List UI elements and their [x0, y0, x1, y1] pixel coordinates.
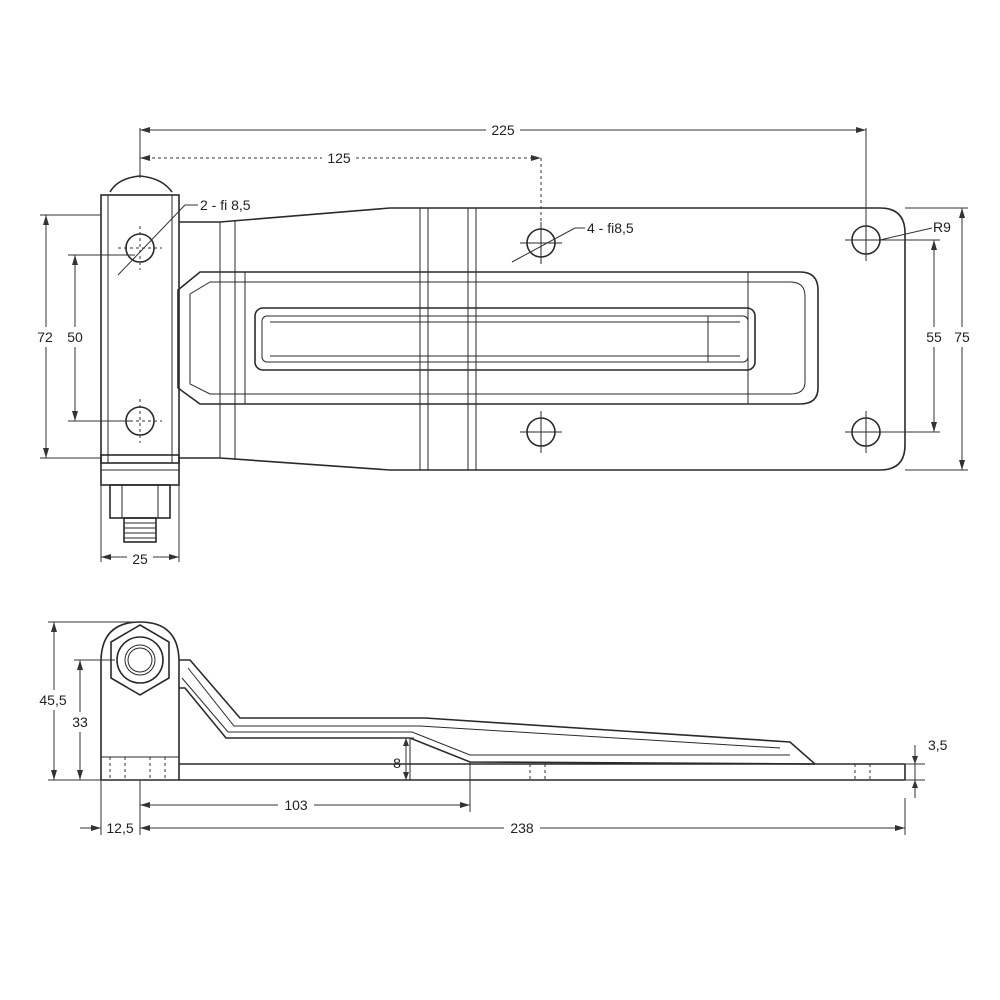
callout-radius-label: R9 [933, 219, 951, 235]
dimension-103: 103 [139, 762, 471, 814]
dim-50-label: 50 [67, 329, 83, 345]
dim-25-label: 25 [132, 551, 148, 567]
dim-125-label: 125 [327, 150, 351, 166]
dim-8-label: 8 [393, 755, 401, 771]
hinge-barrel [100, 175, 180, 543]
dim-3-5-label: 3,5 [928, 737, 948, 753]
dim-45-5-label: 45,5 [39, 692, 66, 708]
dimension-45-5: 45,5 [32, 621, 135, 781]
dim-225-label: 225 [491, 122, 515, 138]
dim-238-label: 238 [510, 820, 534, 836]
callout-radius: R9 [879, 219, 951, 241]
dimension-125: 125 [140, 149, 542, 230]
dimension-33: 33 [66, 659, 115, 780]
top-view: 225 125 2 - fi 8,5 4 - fi8,5 R9 [30, 120, 975, 568]
side-view: 45,5 33 8 3,5 [32, 621, 948, 837]
dimension-55: 55 [880, 239, 947, 433]
dimension-225: 225 [139, 120, 867, 222]
side-knuckle [100, 621, 180, 781]
hex-nut [110, 624, 170, 696]
dim-72-label: 72 [37, 329, 53, 345]
callout-mount-holes-label: 4 - fi8,5 [587, 220, 634, 236]
dimension-3-5: 3,5 [905, 737, 948, 798]
side-arm [179, 659, 906, 781]
callout-mount-holes: 4 - fi8,5 [511, 220, 634, 263]
dimension-72: 72 [30, 214, 101, 459]
dim-103-label: 103 [284, 797, 308, 813]
dimension-238: 238 [140, 798, 906, 837]
callout-pin-holes: 2 - fi 8,5 [117, 197, 251, 276]
dim-33-label: 33 [72, 714, 88, 730]
dimension-12-5: 12,5 [80, 780, 150, 837]
dimension-75: 75 [905, 207, 975, 471]
hinge-plate [177, 207, 906, 471]
dim-55-label: 55 [926, 329, 942, 345]
callout-pin-holes-label: 2 - fi 8,5 [200, 197, 251, 213]
dimension-25: 25 [100, 485, 180, 568]
dim-75-label: 75 [954, 329, 970, 345]
dim-12-5-label: 12,5 [106, 820, 133, 836]
dimension-8: 8 [393, 737, 414, 780]
dimension-50: 50 [62, 254, 135, 422]
